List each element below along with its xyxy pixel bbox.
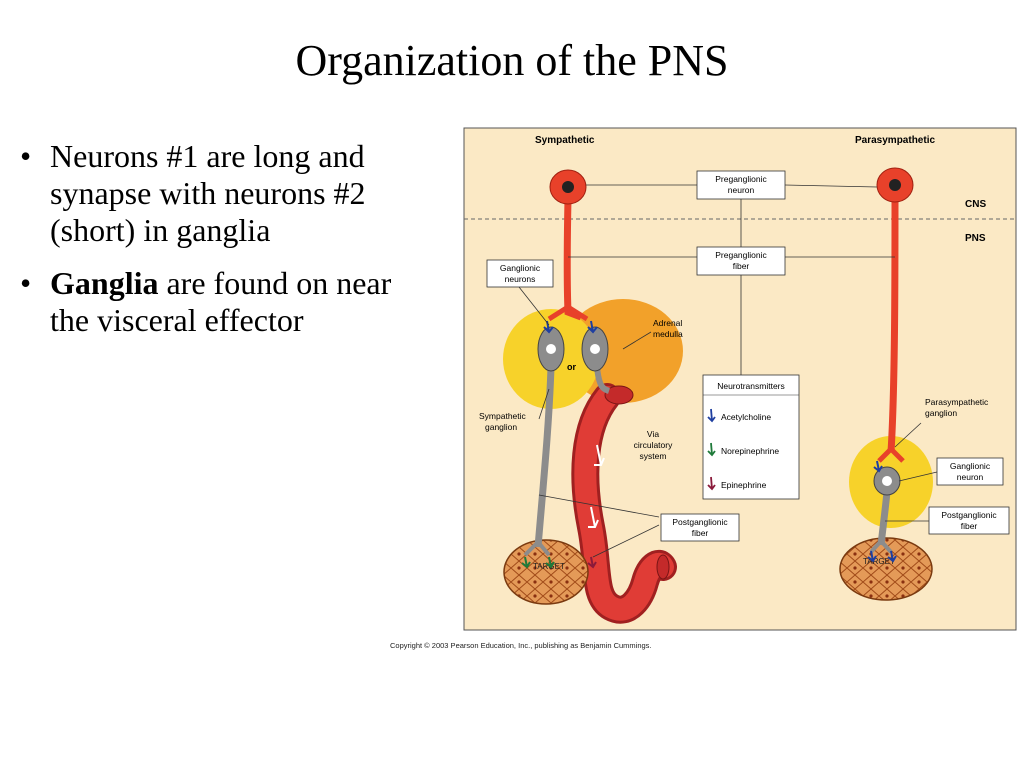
label-preganglionic-fiber: Preganglionic fiber — [696, 246, 786, 276]
svg-text:Preganglionic: Preganglionic — [715, 174, 767, 184]
adrenal-cell-process — [594, 366, 611, 394]
svg-text:Parasympathetic: Parasympathetic — [925, 397, 989, 407]
parasympathetic-preganglionic-fiber — [887, 198, 899, 453]
legend-title: Neurotransmitters — [717, 381, 785, 391]
svg-text:ganglion: ganglion — [925, 408, 957, 418]
bullet-list: • Neurons #1 are long and synapse with n… — [14, 138, 394, 355]
norepinephrine-arrow-icon — [521, 556, 531, 569]
bullet-bold-term: Ganglia — [50, 265, 159, 301]
svg-text:fiber: fiber — [692, 528, 709, 538]
label-ganglionic-neuron: Ganglionic neuron — [936, 457, 1004, 486]
epinephrine-arrow-icon — [587, 556, 597, 569]
bullet-item: • Ganglia are found on near the visceral… — [14, 265, 394, 339]
svg-text:fiber: fiber — [733, 261, 750, 271]
target-tissue-parasympathetic — [839, 537, 933, 601]
legend-item: Epinephrine — [721, 480, 767, 490]
label-preganglionic-neuron: Preganglionic neuron — [696, 170, 786, 200]
heading-sympathetic: Sympathetic — [535, 135, 595, 146]
acetylcholine-arrow-icon — [867, 550, 877, 563]
label-or: or — [567, 362, 576, 372]
blood-vessel — [574, 386, 674, 621]
svg-text:medulla: medulla — [653, 329, 683, 339]
nucleus — [882, 476, 892, 486]
region-cns: CNS — [965, 199, 986, 210]
svg-text:circulatory: circulatory — [634, 440, 673, 450]
svg-text:ganglion: ganglion — [485, 422, 517, 432]
legend-epinephrine-icon — [707, 476, 716, 491]
svg-text:Ganglionic: Ganglionic — [500, 263, 541, 273]
vessel-opening-bottom — [656, 554, 670, 580]
sympathetic-postganglionic-fiber — [534, 366, 555, 548]
bullet-dot: • — [20, 138, 32, 174]
vessel-opening-top — [604, 385, 634, 405]
label-parasympathetic-ganglion: Parasympathetic ganglion — [925, 397, 989, 418]
region-pns: PNS — [965, 233, 986, 244]
norepinephrine-arrow-icon — [545, 556, 555, 569]
legend-item: Acetylcholine — [721, 412, 771, 422]
heading-parasympathetic: Parasympathetic — [855, 135, 935, 146]
svg-text:fiber: fiber — [961, 521, 978, 531]
legend-norepinephrine-icon — [707, 442, 716, 457]
flow-arrow-icon — [594, 444, 605, 466]
nucleus — [562, 181, 574, 193]
svg-text:Via: Via — [647, 429, 659, 439]
svg-text:Sympathetic: Sympathetic — [479, 411, 527, 421]
neurotransmitter-legend: Neurotransmitters Acetylcholine Norepine… — [702, 374, 800, 500]
leader-lines — [518, 184, 938, 558]
svg-text:Preganglionic: Preganglionic — [715, 250, 767, 260]
postganglionic-terminals — [523, 540, 551, 557]
acetylcholine-arrow-icon — [587, 320, 598, 334]
acetylcholine-arrow-icon — [873, 460, 883, 473]
target-label-right: TARGET — [863, 557, 895, 566]
svg-text:Adrenal: Adrenal — [653, 318, 682, 328]
pns-diagram: Sympathetic Parasympathetic CNS PNS TARG… — [463, 127, 1017, 631]
bullet-dot: • — [20, 265, 32, 301]
label-via-circulatory: Via circulatory system — [634, 429, 673, 461]
nucleus — [546, 344, 556, 354]
bullet-item: • Neurons #1 are long and synapse with n… — [14, 138, 394, 249]
flow-arrow-icon — [588, 506, 599, 528]
label-ganglionic-neurons: Ganglionic neurons — [486, 259, 554, 288]
legend-acetylcholine-icon — [707, 408, 716, 423]
label-adrenal-medulla: Adrenal medulla — [653, 318, 683, 339]
diagram-svg: Sympathetic Parasympathetic CNS PNS TARG… — [463, 127, 1017, 631]
legend-item: Norepinephrine — [721, 446, 779, 456]
bullet-text: Neurons #1 are long and synapse with neu… — [50, 138, 366, 248]
svg-text:Postganglionic: Postganglionic — [941, 510, 997, 520]
acetylcholine-arrow-icon — [887, 550, 897, 563]
svg-text:neuron: neuron — [728, 185, 755, 195]
svg-text:Postganglionic: Postganglionic — [672, 517, 728, 527]
target-tissue-sympathetic — [503, 539, 589, 605]
svg-text:neuron: neuron — [957, 472, 984, 482]
svg-text:system: system — [640, 451, 667, 461]
svg-text:neurons: neurons — [505, 274, 536, 284]
slide-title: Organization of the PNS — [295, 36, 729, 85]
parasympathetic-axon-branches — [877, 447, 905, 463]
postganglionic-terminals — [869, 539, 893, 554]
label-sympathetic-ganglion: Sympathetic ganglion — [479, 411, 527, 432]
svg-text:Ganglionic: Ganglionic — [950, 461, 991, 471]
bullet-text: are found on near the visceral effector — [50, 265, 392, 338]
nucleus — [889, 179, 901, 191]
copyright-notice: Copyright © 2003 Pearson Education, Inc.… — [390, 641, 652, 650]
sympathetic-axon-branches — [547, 304, 589, 322]
nucleus — [590, 344, 600, 354]
label-postganglionic-fiber-left: Postganglionic fiber — [660, 513, 740, 542]
label-postganglionic-fiber-right: Postganglionic fiber — [928, 506, 1010, 535]
